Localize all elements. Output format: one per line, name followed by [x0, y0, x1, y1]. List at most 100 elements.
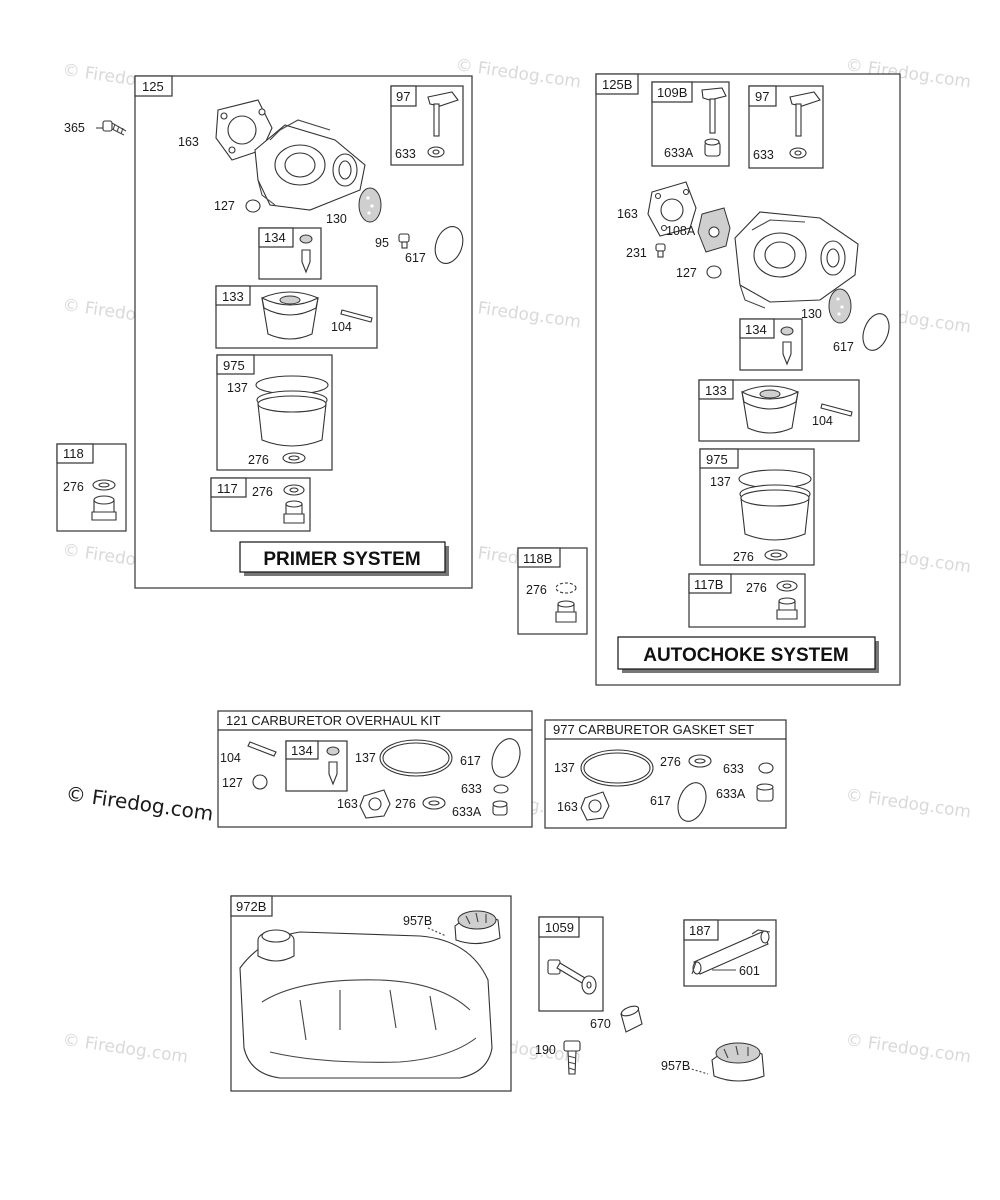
- part-label-276: 276: [746, 581, 767, 595]
- box-134: 134: [739, 318, 803, 371]
- spacer-icon: [706, 265, 722, 279]
- plug-icon: [283, 500, 305, 524]
- insulator-icon: [697, 207, 731, 253]
- washer-hole: [428, 800, 440, 806]
- primer-system-banner: PRIMER SYSTEM: [239, 541, 449, 576]
- box-97: 97 633: [390, 85, 464, 166]
- needle-valve-icon: [326, 746, 340, 786]
- part-label-231: 231: [626, 246, 647, 260]
- screw-icon: [102, 120, 127, 136]
- o-ring-inner: [583, 752, 651, 784]
- fuel-line-icon: [691, 929, 771, 975]
- box-title-187: 187: [689, 923, 711, 938]
- gasket-icon: [647, 181, 697, 237]
- needle-valve-icon: [299, 234, 313, 274]
- part-label-633A: 633A: [452, 805, 482, 819]
- box-975: 975 137 276: [216, 354, 333, 471]
- box-972B: 972B 957B: [230, 895, 512, 1092]
- part-label-365: 365: [64, 121, 85, 135]
- part-label-957B: 957B: [403, 914, 432, 928]
- autochoke-system-frame: 125B 109B 633A 97 633: [595, 73, 901, 686]
- part-label-670: 670: [590, 1017, 611, 1031]
- primer-system-frame: 125 163 127 130 95 6: [134, 75, 473, 589]
- washer-icon: [555, 582, 577, 594]
- banner-title: PRIMER SYSTEM: [263, 549, 420, 570]
- box-975: 975 137 276: [699, 448, 815, 566]
- washer-hole: [694, 758, 706, 764]
- throttle-plate-icon: [358, 187, 382, 223]
- o-ring-icon: [491, 738, 521, 778]
- float-icon: [261, 291, 319, 340]
- part-label-137: 137: [227, 381, 248, 395]
- box-title-975: 975: [706, 452, 728, 467]
- choke-shaft-icon: [789, 91, 821, 159]
- box-title-118: 118: [63, 446, 84, 461]
- plug-icon: [91, 495, 117, 521]
- fuel-bowl-icon: [738, 469, 812, 541]
- o-ring-inner: [382, 742, 450, 774]
- banner-title: AUTOCHOKE SYSTEM: [643, 645, 849, 666]
- part-label-163: 163: [617, 207, 638, 221]
- part-label-633: 633: [461, 782, 482, 796]
- watermark: © Firedog.com: [454, 295, 582, 332]
- part-label-108A: 108A: [666, 224, 696, 238]
- spacer-icon: [245, 199, 261, 213]
- box-133: 133 104: [698, 379, 860, 442]
- box-title-109B: 109B: [657, 85, 687, 100]
- part-label-163: 163: [557, 800, 578, 814]
- choke-shaft-icon: [701, 87, 727, 157]
- box-title-97: 97: [396, 89, 410, 104]
- box-title-133: 133: [222, 289, 244, 304]
- box-title-972B: 972B: [236, 899, 266, 914]
- part-label-276: 276: [660, 755, 681, 769]
- part-label-137: 137: [554, 761, 575, 775]
- part-label-127: 127: [676, 266, 697, 280]
- fuel-bowl-icon: [255, 375, 329, 447]
- screw-icon: [398, 233, 410, 249]
- part-label-104: 104: [812, 414, 833, 428]
- pin-icon: [820, 403, 853, 417]
- bushing-icon: [492, 800, 508, 816]
- part-label-633: 633: [753, 148, 774, 162]
- part-label-957B: 957B: [661, 1059, 690, 1073]
- box-title-118B: 118B: [523, 551, 552, 566]
- part-label-617: 617: [405, 251, 426, 265]
- frame-label-125: 125: [142, 79, 164, 94]
- box-1059: 1059: [538, 916, 604, 1012]
- part-label-163: 163: [337, 797, 358, 811]
- box-109B: 109B 633A: [651, 81, 730, 167]
- part-label-276: 276: [526, 583, 547, 597]
- part-label-127: 127: [214, 199, 235, 213]
- watermark: © Firedog.com: [454, 55, 582, 92]
- fuel-tank-icon: [239, 929, 493, 1079]
- box-97: 97 633: [748, 85, 824, 169]
- watermark: © Firedog.com: [844, 785, 972, 822]
- washer-icon: [758, 762, 774, 774]
- box-134: 134: [258, 227, 322, 280]
- float-icon: [741, 385, 799, 434]
- washer-hole: [98, 482, 110, 488]
- part-label-190: 190: [535, 1043, 556, 1057]
- pin-icon: [340, 309, 373, 323]
- box-title-134: 134: [291, 743, 313, 758]
- part-label-276: 276: [63, 480, 84, 494]
- part-label-127: 127: [222, 776, 243, 790]
- plug-icon: [776, 597, 798, 620]
- choke-shaft-icon: [427, 91, 459, 158]
- box-187: 187 601: [683, 919, 777, 987]
- box-118: 118 276: [56, 443, 127, 532]
- box-title-134: 134: [745, 322, 767, 337]
- part-label-617: 617: [833, 340, 854, 354]
- box-118B: 118B 276: [517, 547, 588, 635]
- part-label-104: 104: [331, 320, 352, 334]
- washer-hole: [288, 455, 300, 461]
- part-label-137: 137: [355, 751, 376, 765]
- part-label-601: 601: [739, 964, 760, 978]
- box-117B: 117B 276: [688, 573, 806, 628]
- part-label-276: 276: [248, 453, 269, 467]
- part-label-633: 633: [723, 762, 744, 776]
- part-label-633A: 633A: [664, 146, 694, 160]
- box-title-975: 975: [223, 358, 245, 373]
- leader-line: [427, 927, 447, 937]
